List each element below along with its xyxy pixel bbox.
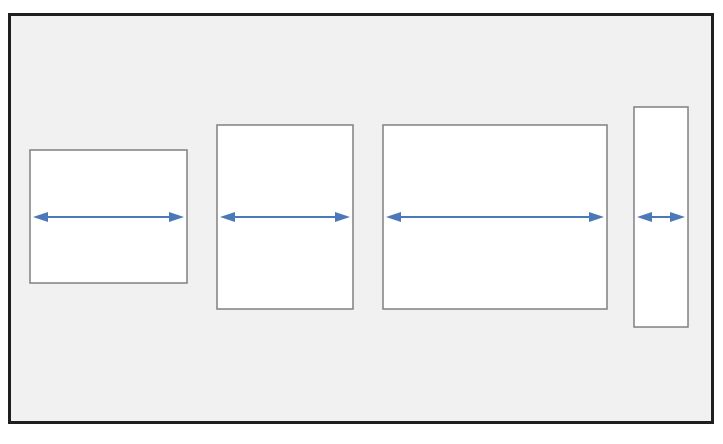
box-2-arrow-head-left (220, 212, 235, 222)
box-2-arrow-head-right (335, 212, 350, 222)
box-3-arrow-head-right (589, 212, 604, 222)
double-arrow-icon (637, 212, 685, 222)
box-1-arrow-head-right (169, 212, 184, 222)
double-arrow-icon (220, 212, 350, 222)
diagram-box-2 (216, 124, 354, 310)
double-arrow-icon (386, 212, 604, 222)
box-4-arrow-head-right (670, 212, 685, 222)
box-1-arrow-head-left (33, 212, 48, 222)
double-arrow-icon (33, 212, 184, 222)
diagram-box-4 (633, 106, 689, 328)
box-3-arrow-head-left (386, 212, 401, 222)
box-4-arrow-head-left (637, 212, 652, 222)
diagram-box-3 (382, 124, 608, 310)
diagram-box-1 (29, 149, 188, 284)
